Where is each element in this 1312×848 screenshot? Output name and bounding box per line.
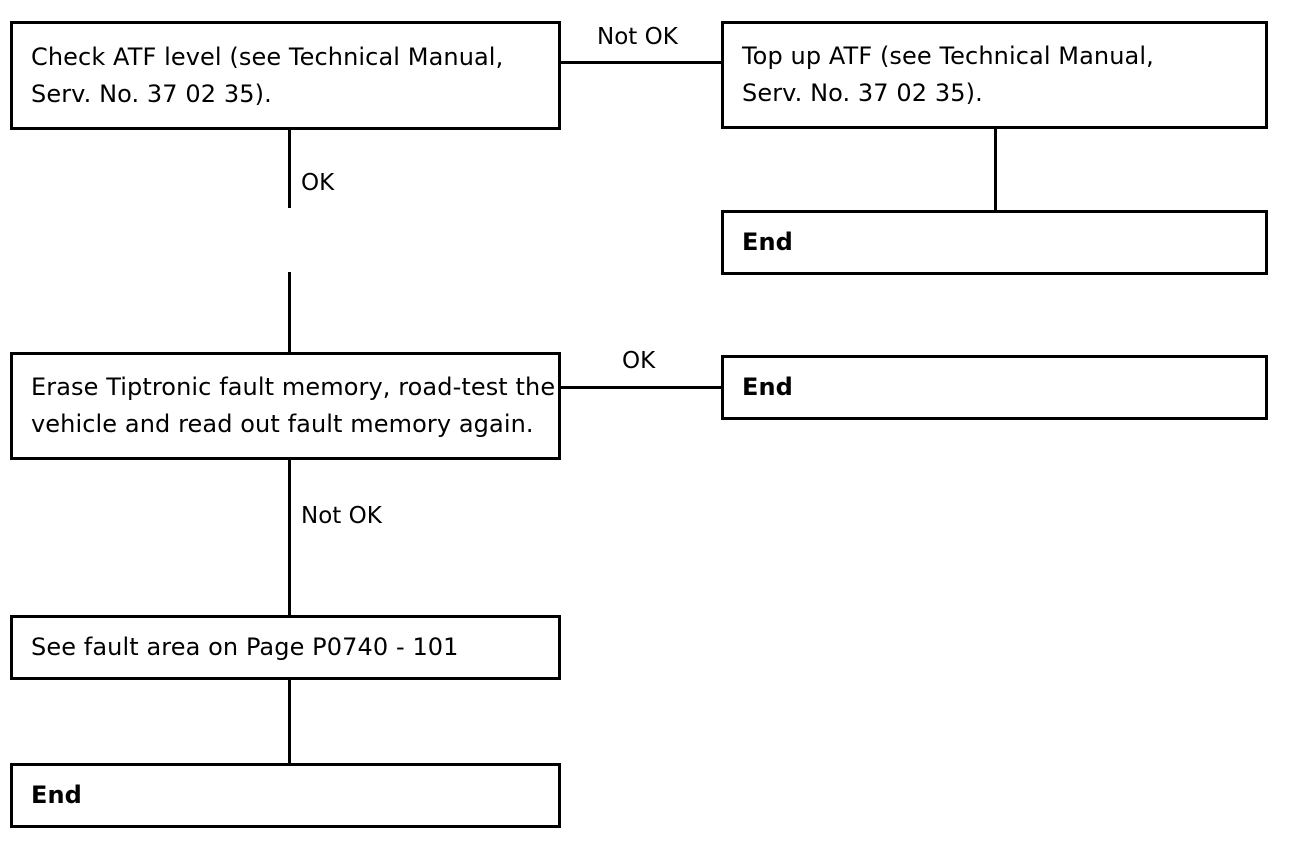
node-top-up-atf[interactable]: Top up ATF (see Technical Manual, Serv. … <box>721 21 1268 129</box>
node-end-top-right-label: End <box>742 228 793 256</box>
node-check-atf-level[interactable]: Check ATF level (see Technical Manual, S… <box>10 21 561 130</box>
edge-top-up-atf-to-end <box>994 129 997 210</box>
edge-label-not-ok-erase-memory: Not OK <box>301 503 382 529</box>
edge-check-atf-to-erase-memory-lower <box>288 272 291 352</box>
node-see-fault-area[interactable]: See fault area on Page P0740 - 101 <box>10 615 561 680</box>
edge-erase-memory-to-see-fault-area <box>288 460 291 615</box>
edge-see-fault-area-to-end <box>288 680 291 763</box>
node-top-up-atf-line-2: Serv. No. 37 02 35). <box>742 79 983 107</box>
node-end-top-right[interactable]: End <box>721 210 1268 275</box>
node-check-atf-level-line-2: Serv. No. 37 02 35). <box>31 79 272 108</box>
edge-label-ok-erase-memory: OK <box>622 348 656 374</box>
node-check-atf-level-line-1: Check ATF level (see Technical Manual, <box>31 42 504 71</box>
node-end-bottom[interactable]: End <box>10 763 561 828</box>
node-end-mid-right-label: End <box>742 373 793 401</box>
node-erase-fault-memory-line-2: vehicle and read out fault memory again. <box>31 410 534 438</box>
node-end-bottom-label: End <box>31 781 82 809</box>
node-top-up-atf-line-1: Top up ATF (see Technical Manual, <box>742 42 1154 70</box>
edge-label-not-ok-check-atf: Not OK <box>597 24 678 50</box>
node-erase-fault-memory-line-1: Erase Tiptronic fault memory, road-test … <box>31 373 556 401</box>
edge-check-atf-to-top-up-atf <box>561 61 721 64</box>
edge-label-ok-check-atf: OK <box>301 170 335 196</box>
edge-check-atf-to-erase-memory-upper <box>288 130 291 208</box>
node-end-mid-right[interactable]: End <box>721 355 1268 420</box>
node-see-fault-area-label: See fault area on Page P0740 - 101 <box>31 633 459 661</box>
edge-erase-memory-to-end <box>561 386 721 389</box>
node-erase-fault-memory[interactable]: Erase Tiptronic fault memory, road-test … <box>10 352 561 460</box>
